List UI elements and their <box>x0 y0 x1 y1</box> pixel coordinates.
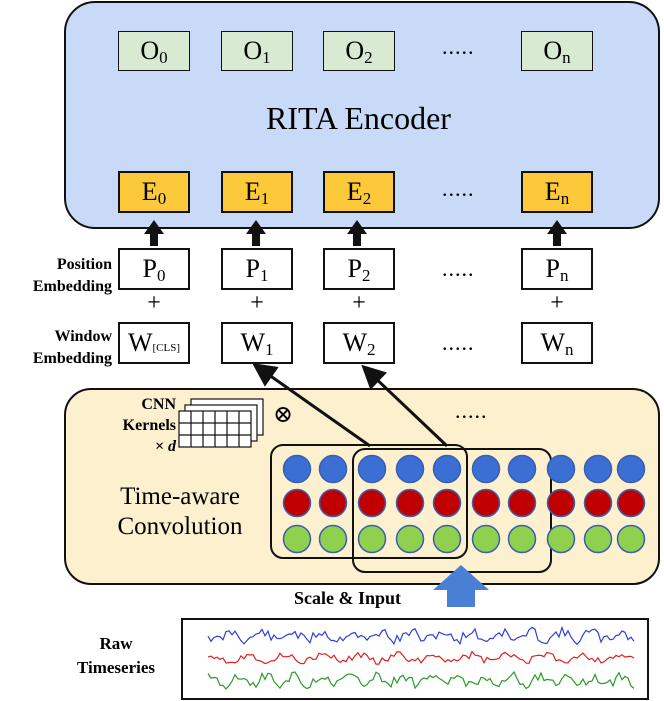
encoder-title: RITA Encoder <box>266 100 451 136</box>
window-ellipsis: ..... <box>442 330 475 355</box>
timestep-dot <box>507 488 537 518</box>
timestep-dot <box>471 488 501 518</box>
timestep-dot <box>395 454 425 484</box>
time-aware-convolution-label: Time-aware Convolution <box>117 483 243 540</box>
timestep-dot <box>616 454 646 484</box>
timestep-dots <box>282 454 646 554</box>
plus-sign-0: + <box>147 290 161 316</box>
timestep-dot <box>583 524 613 554</box>
timestep-dot <box>357 488 387 518</box>
raw-timeseries-label: Raw Timeseries <box>76 634 156 677</box>
embedding-arrows <box>144 220 567 246</box>
timestep-dot <box>432 488 462 518</box>
timestep-dot <box>432 454 462 484</box>
timestep-dot <box>583 488 613 518</box>
series-green-line <box>207 670 635 690</box>
timestep-dot <box>282 454 312 484</box>
timestep-dot <box>546 524 576 554</box>
timestep-dot <box>507 454 537 484</box>
encoded-ellipsis: ..... <box>442 176 475 201</box>
plus-sign-n: + <box>550 290 564 316</box>
window-embedding-label: Window Embedding <box>32 328 112 367</box>
timestep-dot <box>282 524 312 554</box>
timestep-dot <box>395 488 425 518</box>
timestep-dot <box>546 488 576 518</box>
timestep-dot <box>318 454 348 484</box>
timestep-dot <box>583 454 613 484</box>
timestep-dot <box>357 454 387 484</box>
series-red-line <box>207 650 635 665</box>
plus-sign-2: + <box>352 290 366 316</box>
timestep-dot <box>318 488 348 518</box>
timestep-dot <box>357 524 387 554</box>
scale-input-label: Scale & Input <box>294 588 402 608</box>
timestep-dot <box>395 524 425 554</box>
series-blue-line <box>207 625 635 646</box>
timestep-dot <box>282 488 312 518</box>
convolution-operator-icon: ⊗ <box>273 402 294 428</box>
window1-arrow <box>252 363 371 448</box>
position-ellipsis: ..... <box>442 256 475 281</box>
window-token-cls: W[CLS] <box>118 322 190 364</box>
timestep-dot <box>507 524 537 554</box>
plus-sign-1: + <box>250 290 264 316</box>
position-embedding-label: Position Embedding <box>32 256 112 295</box>
timestep-dot <box>616 524 646 554</box>
timestep-dot <box>471 524 501 554</box>
output-ellipsis: ..... <box>442 34 475 59</box>
window2-arrow <box>361 364 449 448</box>
convolution-ellipsis: ..... <box>455 398 488 423</box>
timestep-dot <box>546 454 576 484</box>
scale-input-arrow <box>433 565 489 607</box>
cnn-kernels-label: CNN Kernels × d <box>122 396 176 455</box>
timestep-dot <box>471 454 501 484</box>
timestep-dot <box>318 524 348 554</box>
timestep-dot <box>616 488 646 518</box>
cnn-kernels-icon <box>178 398 264 448</box>
timestep-dot <box>432 524 462 554</box>
